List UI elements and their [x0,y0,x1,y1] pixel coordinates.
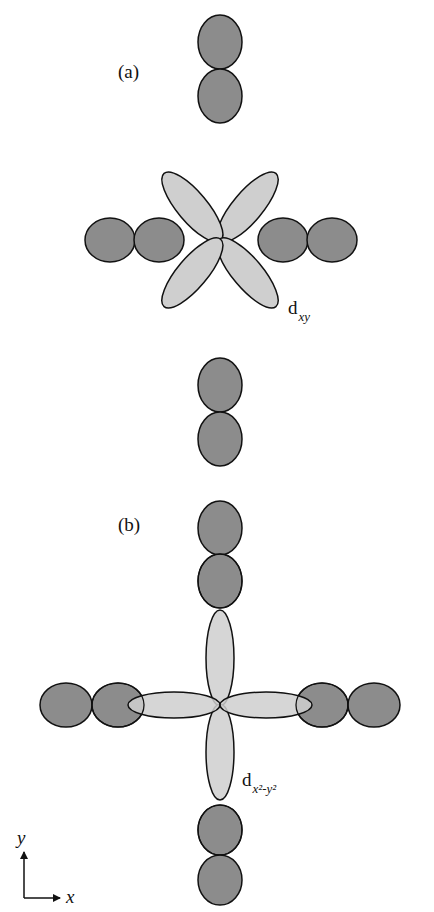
orbital-subscript: x²-y² [253,782,277,795]
ligand-orbitals-b [40,501,400,905]
orbital-label: d [288,298,298,317]
ligand-orbitals-a [85,15,357,466]
overlap-outlines [92,554,348,855]
orbital-subscript: xy [299,310,311,323]
panel-label: (a) [118,62,139,81]
axis-label: y [17,828,25,847]
axis-label: x [66,887,74,906]
panel-label: (b) [118,515,140,534]
axes [24,852,60,898]
dx2y2-orbital [128,610,312,800]
dxy-orbital [153,164,288,317]
orbital-label: d [242,770,252,789]
